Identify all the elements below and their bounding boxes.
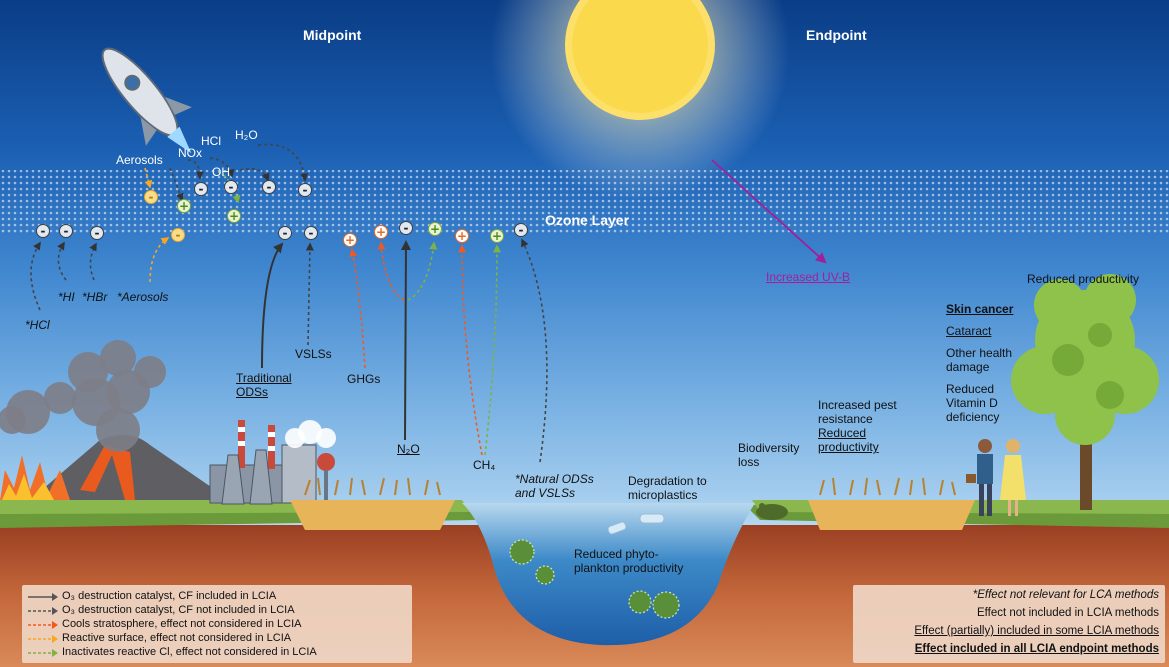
legend-label: Cools stratosphere, effect not considere… — [62, 618, 302, 630]
plus-ion-green: + — [490, 229, 504, 243]
endpoint-header: Endpoint — [806, 27, 867, 43]
minus-ion: - — [90, 226, 104, 240]
effect-degradation-microplastics-2: microplastics — [628, 488, 698, 502]
ozone-layer-label: Ozone Layer — [545, 212, 630, 228]
minus-ion: - — [59, 224, 73, 238]
legend-effect-not-relevant: *Effect not relevant for LCA methods — [972, 589, 1159, 601]
source-vslss: VSLSs — [295, 347, 332, 361]
source-hi: *HI — [58, 290, 75, 304]
molecule-h2o: H₂O — [235, 128, 258, 142]
effect-reduced-productivity-crops-2: productivity — [818, 440, 879, 454]
molecule-aerosols: Aerosols — [116, 153, 163, 167]
effect-cataract: Cataract — [946, 324, 992, 338]
legend-arrow-dashed-orange — [28, 621, 58, 629]
source-ch4: CH₄ — [473, 458, 496, 472]
legend-effect-partially-included: Effect (partially) included in some LCIA… — [914, 625, 1159, 637]
source-natural-odss: *Natural ODSs — [515, 472, 594, 486]
legend-label: O₃ destruction catalyst, CF not included… — [62, 604, 295, 616]
effect-vitamin-d-3: deficiency — [946, 410, 1000, 424]
legend-label: O₃ destruction catalyst, CF included in … — [62, 590, 277, 602]
source-aerosols: *Aerosols — [117, 290, 169, 304]
plus-ion-yellow: - — [171, 228, 185, 242]
effect-pest-resistance-2: resistance — [818, 412, 873, 426]
plus-ion-orange: + — [455, 229, 469, 243]
legend-effect-not-included: Effect not included in LCIA methods — [977, 607, 1159, 619]
plus-ion-green: + — [177, 199, 191, 213]
minus-ion: - — [399, 221, 413, 235]
plus-ion-yellow: - — [144, 190, 158, 204]
effect-other-health: Other health — [946, 346, 1013, 360]
plus-ion-green: + — [227, 209, 241, 223]
effect-reduced-phytoplankton-2: plankton productivity — [574, 561, 684, 575]
minus-ion: - — [224, 180, 238, 194]
minus-ion: - — [262, 180, 276, 194]
effect-reduced-phytoplankton: Reduced phyto- — [574, 547, 659, 561]
source-ghgs: GHGs — [347, 372, 381, 386]
legend-arrow-dashed-dark — [28, 607, 58, 615]
midpoint-header: Midpoint — [303, 27, 362, 43]
effect-vitamin-d: Reduced — [946, 382, 995, 396]
legend-label: Inactivates reactive Cl, effect not cons… — [62, 646, 317, 658]
effect-biodiversity-loss-2: loss — [738, 455, 760, 469]
effect-other-health-2: damage — [946, 360, 990, 374]
minus-ion: - — [194, 182, 208, 196]
molecule-oh: OH — [212, 165, 230, 179]
source-hbr: *HBr — [82, 290, 108, 304]
effect-degradation-microplastics: Degradation to — [628, 474, 707, 488]
minus-ion: - — [298, 183, 312, 197]
legend-arrow-dashed-yellow — [28, 635, 58, 643]
molecule-hcl: HCl — [201, 134, 221, 148]
minus-ion: - — [36, 224, 50, 238]
source-traditional-odss: Traditional ODSs — [236, 371, 292, 399]
molecule-nox: NOx — [178, 146, 202, 160]
legend-arrow-solid-dark — [28, 593, 58, 601]
plus-ion-green: + — [428, 222, 442, 236]
legend-arrow-dashed-green — [28, 649, 58, 657]
arrow-legend: O₃ destruction catalyst, CF included in … — [22, 585, 412, 663]
minus-ion: - — [278, 226, 292, 240]
minus-ion: - — [304, 226, 318, 240]
effect-legend: *Effect not relevant for LCA methods Eff… — [853, 585, 1165, 663]
plus-ion-orange: + — [343, 233, 357, 247]
effect-biodiversity-loss: Biodiversity — [738, 441, 800, 455]
source-hcl: *HCl — [25, 318, 50, 332]
legend-effect-all-included: Effect included in all LCIA endpoint met… — [914, 643, 1159, 655]
plus-ion-orange: + — [374, 225, 388, 239]
effect-reduced-productivity-tree: Reduced productivity — [1027, 272, 1140, 286]
source-n2o: N₂O — [397, 442, 420, 456]
legend-label: Reactive surface, effect not considered … — [62, 632, 292, 644]
effect-vitamin-d-2: Vitamin D — [946, 396, 998, 410]
effect-reduced-productivity-crops: Reduced — [818, 426, 867, 440]
effect-pest-resistance: Increased pest — [818, 398, 897, 412]
minus-ion: - — [514, 223, 528, 237]
effect-increased-uvb: Increased UV-B — [766, 270, 851, 284]
effect-skin-cancer: Skin cancer — [946, 302, 1014, 316]
source-natural-odss-2: and VSLSs — [515, 486, 576, 500]
